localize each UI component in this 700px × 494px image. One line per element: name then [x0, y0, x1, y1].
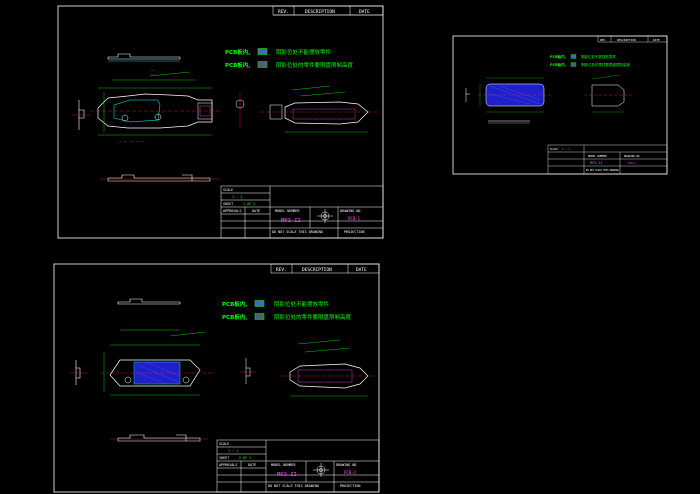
svg-text:DRAWING NO: DRAWING NO [336, 463, 356, 467]
svg-text:PCB板内,: PCB板内, [550, 62, 566, 67]
svg-text:PCB-2: PCB-2 [344, 470, 357, 475]
svg-text:APPROVALS: APPROVALS [219, 463, 237, 467]
svg-text:...: ... [150, 72, 156, 76]
svg-text:PROJECTION: PROJECTION [344, 230, 364, 234]
svg-text:SCALE: SCALE [550, 147, 558, 151]
svg-text:1 : 1: 1 : 1 [232, 195, 242, 199]
svg-text:MP3-II: MP3-II [277, 472, 297, 478]
drawing-sheet-1: REV. DESCRIPTION DATE PCB板内, 阴影位处不能摆放零件 … [57, 5, 384, 239]
hatch-swatch-1 [257, 48, 268, 55]
svg-text:DO NOT SCALE THIS DRAWING: DO NOT SCALE THIS DRAWING [586, 169, 620, 172]
svg-text:...: ... [150, 68, 156, 72]
svg-text:PCB板内,: PCB板内, [222, 313, 247, 321]
svg-text:SHEET: SHEET [223, 202, 233, 206]
svg-text:MP3-II: MP3-II [590, 161, 602, 165]
revision-table [597, 35, 668, 43]
svg-text:DATE: DATE [248, 463, 256, 467]
projection-symbol [313, 463, 329, 477]
description-header: DESCRIPTION [305, 9, 335, 15]
top-view-bracket [107, 53, 181, 62]
pcb-detail-right [584, 74, 632, 113]
pcb-detail-right [235, 85, 378, 133]
pcb-notes: PCB板内, 阴影位处不能摆放零件 PCB板内, 阴影位处的零件要限盘限制高度 [225, 48, 354, 69]
svg-text:SCALE: SCALE [223, 188, 233, 192]
pcb-note-2: 阴影位处的零件要限盘限制高度 [276, 61, 354, 69]
svg-text:PCB-1: PCB-1 [628, 161, 636, 165]
svg-text:PCB板内,: PCB板内, [550, 54, 566, 59]
side-profile-left [72, 100, 90, 130]
pcb-notes: PCB板内, 阴影位处不能摆放零件 PCB板内, 阴影位处的零件要限盘限制高度 [222, 300, 352, 321]
title-block [216, 439, 380, 493]
sheet-border [57, 5, 384, 239]
sheet-border [53, 263, 380, 493]
svg-text:REV.: REV. [600, 38, 607, 42]
side-profile-left [70, 360, 88, 385]
svg-text:阴影位处不能摆放零件: 阴影位处不能摆放零件 [581, 54, 616, 59]
svg-text:DO NOT SCALE THIS DRAWING: DO NOT SCALE THIS DRAWING [268, 484, 319, 488]
svg-text:APPROVALS: APPROVALS [223, 209, 241, 213]
pcb-note-label-2: PCB板内, [225, 61, 250, 69]
svg-text:.. .. .. .. ..: .. .. .. .. .. [118, 139, 145, 143]
svg-text:DRAWING NO: DRAWING NO [624, 154, 640, 158]
title-block [547, 144, 668, 175]
pcb-plan-view: ... ... .. .. .. .. .. [90, 68, 222, 143]
svg-text:REV.: REV. [276, 267, 287, 273]
projection-symbol [317, 209, 333, 223]
drawing-sheet-2: REV. DESCRIPTION DATE PCB板内, 阴影位处不能摆放零件 … [452, 35, 668, 175]
top-view-bracket [117, 298, 181, 305]
revision-table: REV. DESCRIPTION DATE [272, 5, 384, 16]
title-block-text: SCALE 1 : 1 SHEET 1 OF 2 APPROVALS DATE … [223, 188, 364, 234]
svg-text:SHEET: SHEET [219, 456, 229, 460]
pcb-side-view [110, 434, 208, 442]
svg-text:SCALE: SCALE [219, 442, 229, 446]
pcb-notes: PCB板内, 阴影位处不能摆放零件 PCB板内, 阴影位处的零件要限盘限制高度 [550, 54, 630, 67]
pcb-note-1: 阴影位处不能摆放零件 [276, 48, 332, 56]
drawing-number: PCB-1 [348, 216, 361, 221]
date-header: DATE [359, 9, 370, 15]
svg-text:PROJECTION: PROJECTION [340, 484, 360, 488]
svg-text:MODEL NUMBER: MODEL NUMBER [275, 209, 300, 213]
pcb-plan-view [465, 77, 552, 124]
svg-text:MODEL NUMBER: MODEL NUMBER [271, 463, 296, 467]
svg-text:DATE: DATE [356, 267, 367, 273]
title-block [220, 185, 384, 239]
svg-text:1 : 1: 1 : 1 [228, 449, 238, 453]
svg-text:2 OF 2: 2 OF 2 [239, 456, 251, 460]
svg-text:MODEL NUMBER: MODEL NUMBER [588, 154, 607, 158]
revision-table [270, 263, 380, 274]
drawing-sheet-3: REV. DESCRIPTION DATE PCB板内, 阴影位处不能摆放零件 … [53, 263, 380, 493]
svg-text:DATE: DATE [653, 38, 660, 42]
svg-text:DESCRIPTION: DESCRIPTION [617, 38, 636, 42]
svg-text:阴影位处的零件要限盘限制高度: 阴影位处的零件要限盘限制高度 [274, 313, 352, 321]
rev-header: REV. [278, 9, 289, 15]
svg-text:1 OF 2: 1 OF 2 [243, 202, 255, 206]
svg-text:阴影位处的零件要限盘限制高度: 阴影位处的零件要限盘限制高度 [581, 62, 630, 67]
svg-text:1 : 1: 1 : 1 [562, 147, 570, 151]
pcb-note-label-1: PCB板内, [225, 48, 250, 56]
svg-text:阴影位处不能摆放零件: 阴影位处不能摆放零件 [274, 300, 330, 308]
svg-text:DO NOT SCALE THIS DRAWING: DO NOT SCALE THIS DRAWING [272, 230, 323, 234]
svg-text:DESCRIPTION: DESCRIPTION [302, 267, 332, 273]
svg-text:DRAWING NO: DRAWING NO [340, 209, 360, 213]
pcb-plan-view [100, 329, 215, 396]
pcb-detail-right [240, 339, 375, 397]
model-number: MP3-II [281, 218, 301, 224]
svg-text:DATE: DATE [252, 209, 260, 213]
svg-text:PCB板内,: PCB板内, [222, 300, 247, 308]
pcb-side-view [100, 174, 220, 182]
hatch-swatch-2 [257, 61, 268, 68]
